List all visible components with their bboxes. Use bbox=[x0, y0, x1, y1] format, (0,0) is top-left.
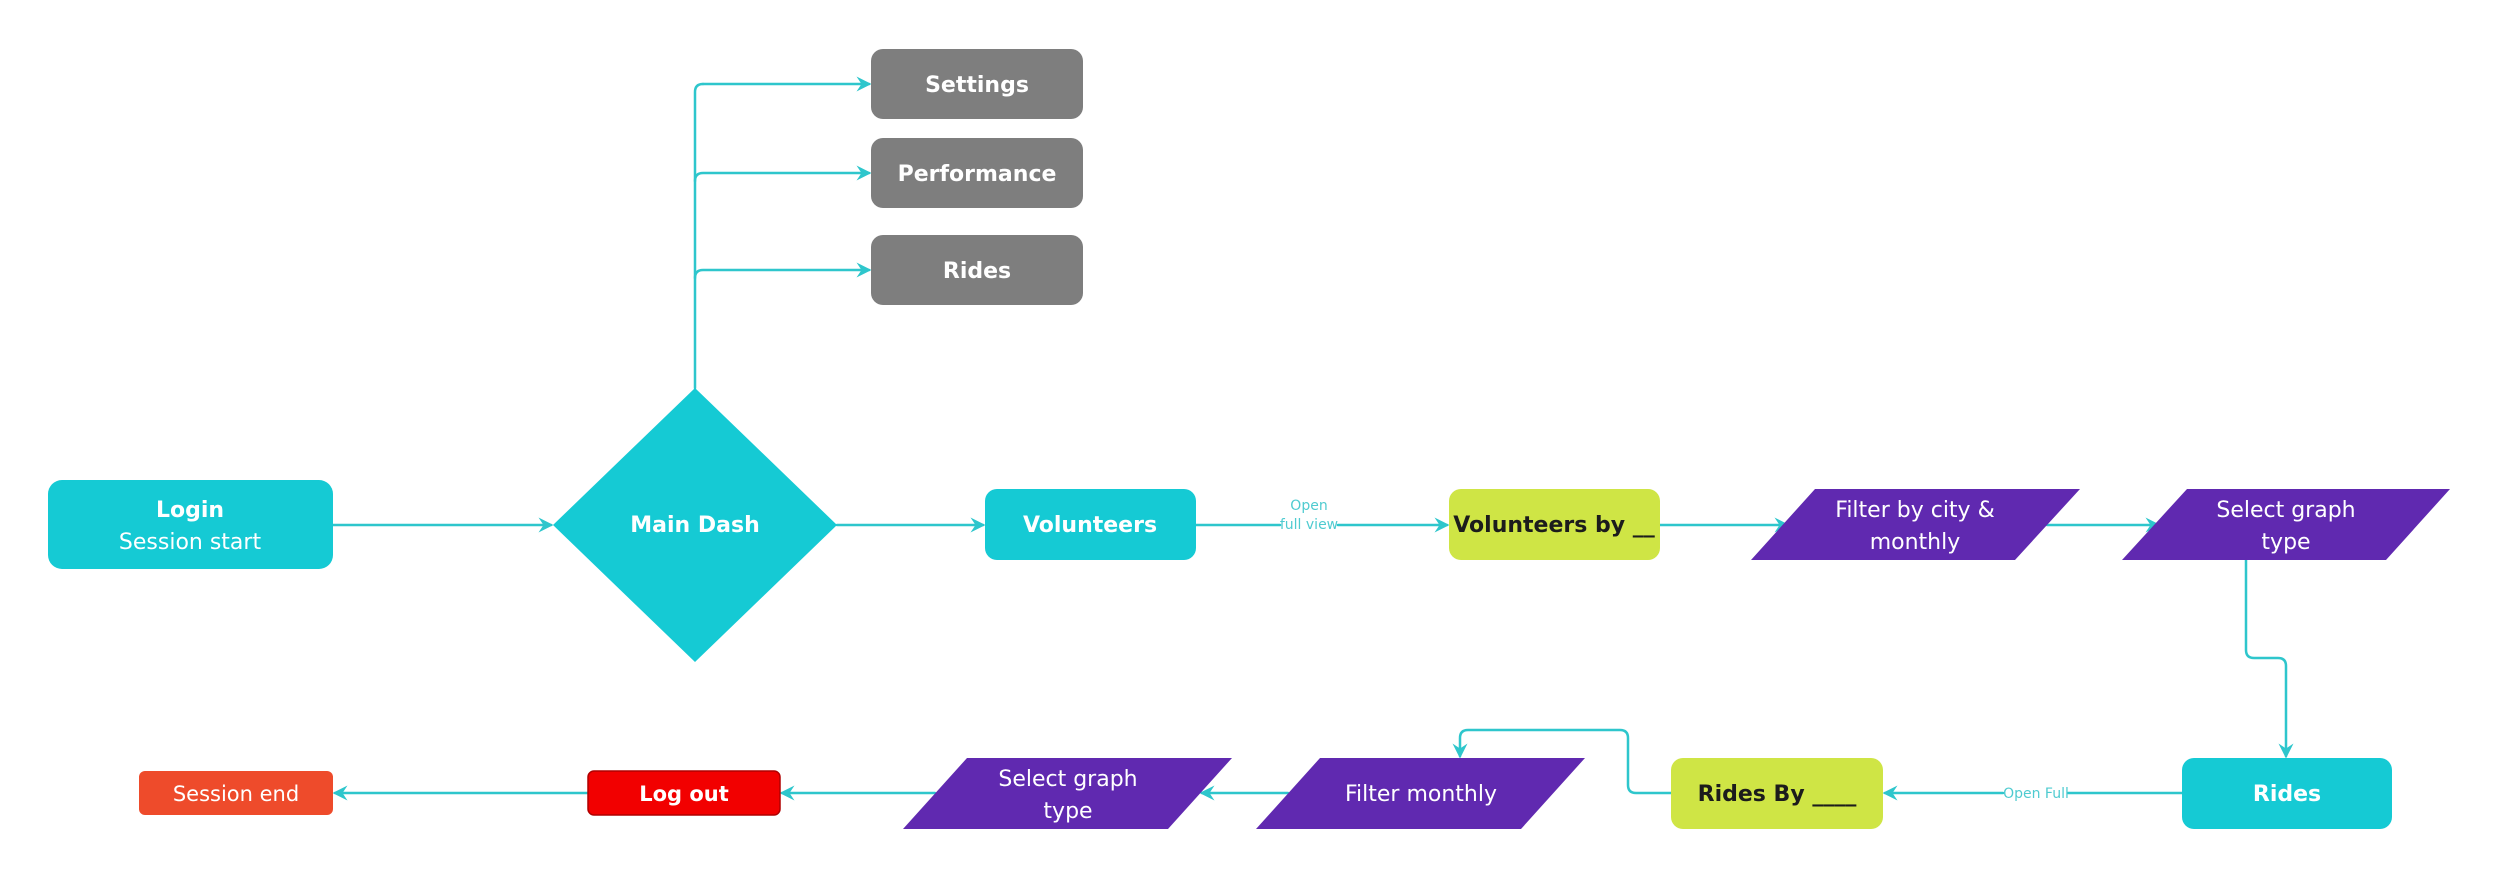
select-graph-bottom-line1: Select graph bbox=[998, 767, 1137, 792]
node-session-end[interactable]: Session end bbox=[139, 771, 333, 815]
settings-box[interactable] bbox=[871, 49, 1083, 119]
log-out-label: Log out bbox=[639, 782, 729, 806]
filter-city-line2: monthly bbox=[1870, 530, 1961, 555]
select-graph-top-line1: Select graph bbox=[2216, 498, 2355, 523]
rides-by-box[interactable] bbox=[1671, 758, 1883, 829]
edge-main-dash-trunk bbox=[693, 82, 705, 390]
login-title: Login bbox=[156, 498, 224, 523]
node-select-graph-bottom[interactable]: Select graph type bbox=[903, 758, 1232, 829]
node-login[interactable]: Login Session start bbox=[48, 480, 333, 569]
node-volunteers[interactable]: Volunteers bbox=[985, 489, 1196, 560]
node-main-dash[interactable]: Main Dash bbox=[553, 388, 837, 662]
rides-menu-label: Rides bbox=[943, 259, 1011, 284]
edge-select-graph-to-rides bbox=[2244, 558, 2294, 759]
filter-city-monthly-shape[interactable] bbox=[1751, 489, 2080, 560]
rides-by-label: Rides By ____ bbox=[1698, 782, 1857, 807]
select-graph-top-shape[interactable] bbox=[2122, 489, 2450, 560]
edge-main-dash-to-performance bbox=[693, 165, 872, 183]
node-select-graph-top[interactable]: Select graph type bbox=[2122, 489, 2450, 560]
log-out-box[interactable] bbox=[587, 770, 781, 816]
node-filter-monthly[interactable]: Filter monthly bbox=[1256, 758, 1585, 829]
volunteers-by-label: Volunteers by __ bbox=[1453, 513, 1655, 538]
node-settings[interactable]: Settings bbox=[871, 49, 1083, 119]
volunteers-box[interactable] bbox=[985, 489, 1196, 560]
main-dash-label: Main Dash bbox=[630, 513, 759, 538]
login-box[interactable] bbox=[48, 480, 333, 569]
login-subtitle: Session start bbox=[119, 530, 262, 555]
filter-city-line1: Filter by city & bbox=[1835, 498, 1994, 523]
edge-label-open-full: Open Full bbox=[2003, 786, 2069, 802]
node-rides-view[interactable]: Rides bbox=[2182, 758, 2392, 829]
performance-label: Performance bbox=[898, 162, 1057, 187]
node-volunteers-by[interactable]: Volunteers by __ bbox=[1449, 489, 1660, 560]
node-log-out[interactable]: Log out bbox=[587, 770, 781, 816]
session-end-box[interactable] bbox=[139, 771, 333, 815]
select-graph-bottom-line2: type bbox=[1043, 799, 1092, 824]
node-performance[interactable]: Performance bbox=[871, 138, 1083, 208]
settings-label: Settings bbox=[925, 73, 1029, 98]
rides-menu-box[interactable] bbox=[871, 235, 1083, 305]
node-rides-menu[interactable]: Rides bbox=[871, 235, 1083, 305]
session-end-label: Session end bbox=[173, 782, 299, 806]
select-graph-bottom-shape[interactable] bbox=[903, 758, 1232, 829]
node-rides-by[interactable]: Rides By ____ bbox=[1671, 758, 1883, 829]
rides-view-label: Rides bbox=[2253, 782, 2321, 807]
node-filter-city-monthly[interactable]: Filter by city & monthly bbox=[1751, 489, 2080, 560]
performance-box[interactable] bbox=[871, 138, 1083, 208]
edges: Open full view Open Full bbox=[331, 76, 2294, 802]
select-graph-top-line2: type bbox=[2261, 530, 2310, 555]
volunteers-by-box[interactable] bbox=[1449, 489, 1660, 560]
filter-monthly-label: Filter monthly bbox=[1345, 782, 1497, 807]
main-dash-diamond[interactable] bbox=[553, 388, 837, 662]
edge-rides-by-to-filter-monthly bbox=[1452, 728, 1673, 795]
edge-main-dash-to-rides-menu bbox=[693, 262, 872, 280]
edge-label-open: Open bbox=[1290, 498, 1327, 514]
edge-label-full-view: full view bbox=[1280, 517, 1338, 533]
volunteers-label: Volunteers bbox=[1023, 513, 1157, 538]
rides-view-box[interactable] bbox=[2182, 758, 2392, 829]
filter-monthly-shape[interactable] bbox=[1256, 758, 1585, 829]
